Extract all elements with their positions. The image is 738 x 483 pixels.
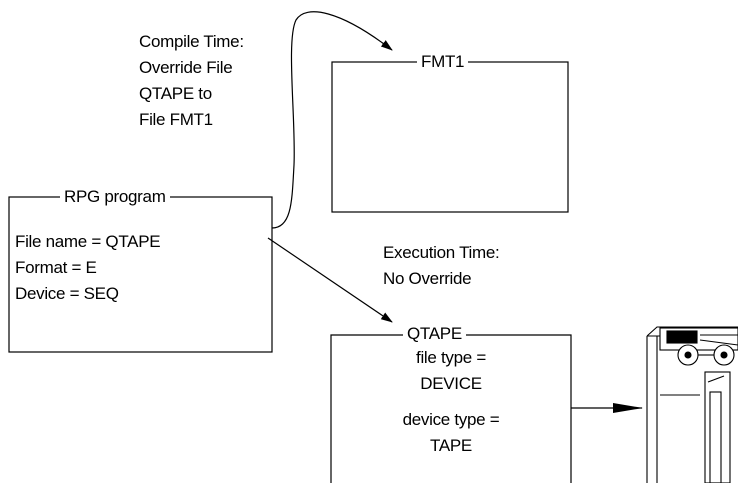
compile-note-line: Override File <box>139 58 233 77</box>
execution-note-line: No Override <box>383 269 472 288</box>
fmt1-box <box>331 61 569 213</box>
rpg-program-details: File name = QTAPE Format = E Device = SE… <box>15 229 161 307</box>
execution-time-note: Execution Time: No Override <box>383 240 500 292</box>
device-type-label: device type = <box>402 410 500 429</box>
execution-connector <box>267 237 393 323</box>
execution-note-line: Execution Time: <box>383 243 500 262</box>
rpg-format: Format = E <box>15 258 97 277</box>
qtape-details: file type = DEVICE device type = TAPE <box>331 345 571 459</box>
compile-override-connector <box>271 11 393 229</box>
qtape-title: QTAPE <box>403 321 466 347</box>
compile-note-line: File FMT1 <box>139 110 213 129</box>
file-type-value: DEVICE <box>420 374 482 393</box>
tape-drive-icon <box>646 326 738 483</box>
compile-note-line: Compile Time: <box>139 32 244 51</box>
compile-note-line: QTAPE to <box>139 84 212 103</box>
compile-time-note: Compile Time: Override File QTAPE to Fil… <box>139 29 244 133</box>
fmt1-title: FMT1 <box>417 49 469 75</box>
rpg-file-name: File name = QTAPE <box>15 232 161 251</box>
file-type-label: file type = <box>416 348 486 367</box>
rpg-device: Device = SEQ <box>15 284 119 303</box>
device-type-value: TAPE <box>430 436 472 455</box>
rpg-program-title: RPG program <box>60 184 170 210</box>
